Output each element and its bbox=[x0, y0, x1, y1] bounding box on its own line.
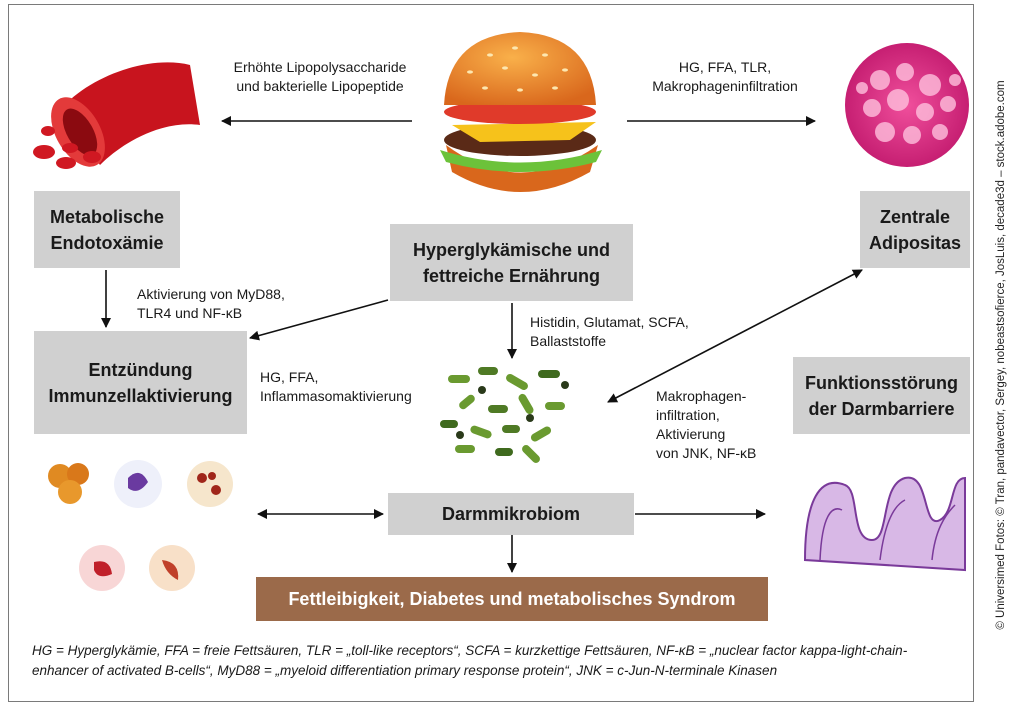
blood-vessel-image bbox=[33, 62, 200, 169]
label-inflammasom: HG, FFA, Inflammasomaktivierung bbox=[260, 369, 412, 404]
label-histidin: Histidin, Glutamat, SCFA, Ballaststoffe bbox=[530, 314, 689, 349]
immune-cells-image bbox=[48, 460, 233, 591]
arrow-adipositas-bacteria bbox=[607, 269, 863, 403]
node-mikrobiom-label: Darmmikrobiom bbox=[441, 504, 581, 524]
node-center: Hyperglykämische und fettreiche Ernährun… bbox=[390, 224, 633, 301]
photo-credit-text: © Universimed Fotos: © Tran, pandavector… bbox=[995, 80, 1007, 630]
node-endotox: Metabolische Endotoxämie bbox=[34, 191, 180, 268]
burger-image bbox=[440, 32, 602, 192]
node-mikrobiom: Darmmikrobiom bbox=[388, 493, 634, 535]
node-entzuendung: Entzündung Immunzellaktivierung bbox=[34, 331, 247, 434]
node-barriere-label: Funktionsstörung der Darmbarriere bbox=[805, 372, 958, 419]
node-center-label: Hyperglykämische und fettreiche Ernährun… bbox=[412, 239, 611, 286]
label-myd88: Aktivierung von MyD88, TLR4 und NF-κB bbox=[137, 286, 285, 321]
bacteria-image bbox=[440, 367, 569, 463]
photo-credit: © Universimed Fotos: © Tran, pandavector… bbox=[986, 10, 1016, 700]
footnote: HG = Hyperglykämie, FFA = freie Fettsäur… bbox=[32, 643, 908, 678]
node-adipositas: Zentrale Adipositas bbox=[860, 191, 970, 268]
label-hg-ffa-tlr: HG, FFA, TLR, Makrophageninfiltration bbox=[652, 59, 798, 94]
node-barriere: Funktionsstörung der Darmbarriere bbox=[793, 357, 970, 434]
arrows bbox=[101, 116, 863, 573]
node-entzuendung-label: Entzündung Immunzellaktivierung bbox=[48, 359, 233, 406]
node-adipositas-label: Zentrale Adipositas bbox=[868, 206, 961, 253]
node-outcome-label: Fettleibigkeit, Diabetes und metabolisch… bbox=[288, 588, 736, 609]
node-outcome: Fettleibigkeit, Diabetes und metabolisch… bbox=[256, 577, 768, 621]
node-endotox-label: Metabolische Endotoxämie bbox=[49, 206, 165, 253]
adipose-tissue-image bbox=[845, 43, 969, 167]
arrow-center-to-entzuendung bbox=[249, 299, 389, 341]
label-lipo: Erhöhte Lipopolysaccharide und bakteriel… bbox=[233, 59, 407, 94]
intestinal-tissue-image bbox=[803, 476, 966, 572]
label-makrophagen: Makrophagen- infiltration, Aktivierung v… bbox=[656, 388, 757, 461]
